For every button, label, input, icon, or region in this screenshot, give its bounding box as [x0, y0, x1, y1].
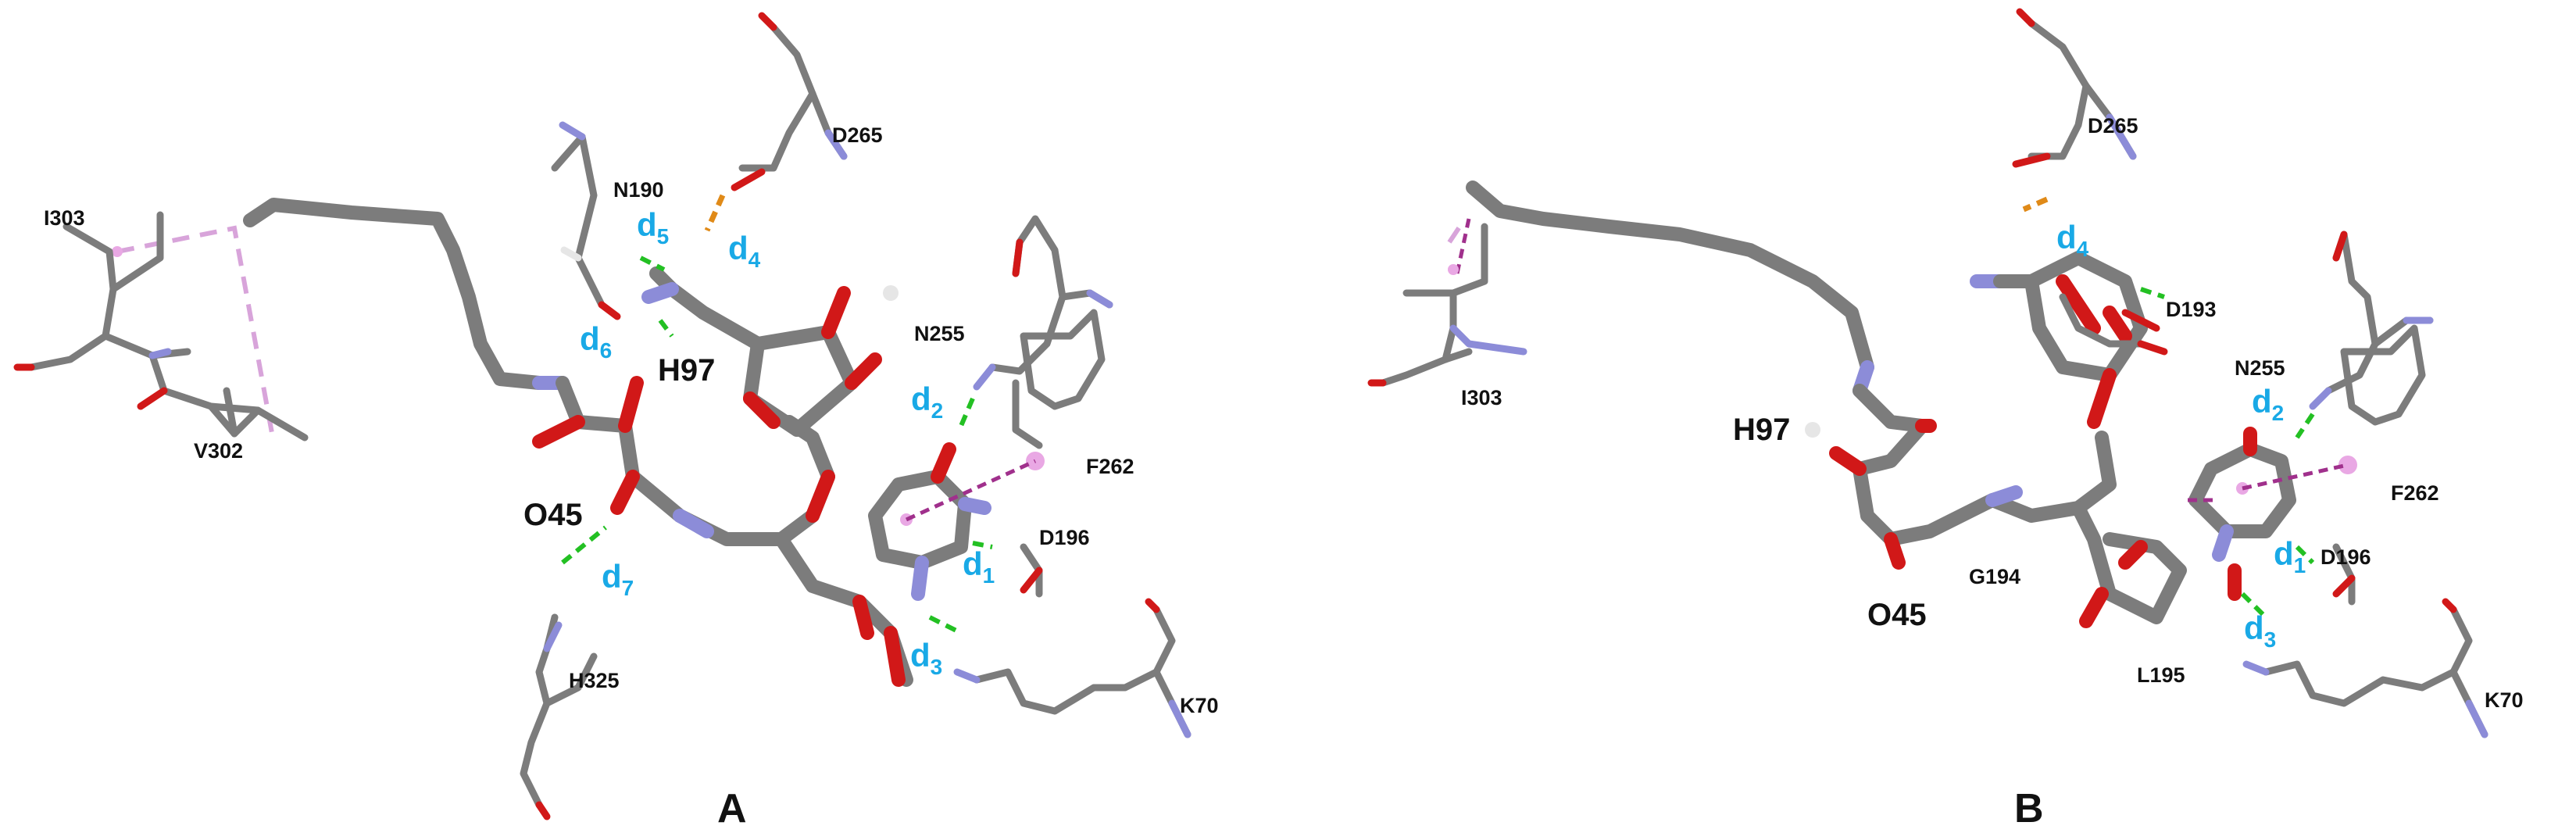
- distance-label-d4-b: d4: [2056, 219, 2089, 261]
- residue-label: F262: [2391, 481, 2439, 505]
- distance-label-d7: d7: [602, 558, 634, 600]
- residue-label: D265: [2088, 114, 2138, 138]
- ligand-atom-label: H97: [1733, 413, 1790, 447]
- residue-label: L195: [2137, 663, 2185, 687]
- residue-k70: [953, 598, 1192, 738]
- residue-d265: [731, 12, 848, 191]
- distance-label-d2: d2: [911, 381, 943, 423]
- distance-label-d4: d4: [728, 230, 761, 272]
- residue-i303-b: [1367, 217, 1527, 387]
- residue-label: D193: [2166, 298, 2217, 321]
- residue-label: D196: [2321, 545, 2371, 569]
- residue-label: V302: [194, 439, 243, 463]
- residue-d193: [2059, 293, 2168, 356]
- h-bond-d7: [561, 525, 607, 565]
- distance-label-d3-b: d3: [2244, 609, 2276, 652]
- h-bond-d5: [639, 256, 666, 272]
- residue-label: D196: [1039, 526, 1090, 549]
- ligand-aliphatic-chain: [243, 198, 546, 390]
- residue-n255-f262-b: [2309, 231, 2434, 606]
- distance-label-d6: d6: [580, 320, 612, 363]
- residue-label: D265: [832, 123, 883, 147]
- distance-label-d1-b: d1: [2274, 535, 2306, 577]
- pi-cation-d4-b: [2022, 196, 2049, 213]
- residue-label: I303: [44, 206, 85, 230]
- ligand-core-b: [1805, 251, 2187, 628]
- h-bond-d193: [2140, 287, 2165, 299]
- distance-label-d1: d1: [963, 545, 995, 588]
- distance-label-d5: d5: [637, 206, 669, 248]
- residue-i303-v302: [13, 211, 309, 441]
- distance-label-d2-b: d2: [2252, 383, 2284, 425]
- alkyl-interaction-i303: [116, 225, 276, 442]
- panel-a-molecular-structure: I303 V302 N190 D265 N255 F262 D196 K70 H…: [13, 12, 1219, 831]
- residue-label: H325: [569, 669, 620, 692]
- panel-label-a: A: [717, 786, 747, 831]
- residue-d265-b: [2012, 8, 2137, 168]
- residue-label: N190: [613, 178, 664, 202]
- residue-label: F262: [1086, 455, 1134, 478]
- h-bond-d1-b: [2295, 545, 2315, 565]
- ligand-atom-label: O45: [523, 498, 583, 532]
- residue-label: K70: [1180, 694, 1219, 717]
- residue-n190: [551, 121, 621, 320]
- h-bond-d2-b: [2295, 413, 2315, 439]
- ligand-atom-label: O45: [1867, 598, 1927, 632]
- residue-label: K70: [2485, 688, 2524, 712]
- distance-label-d3: d3: [910, 637, 942, 679]
- residue-label: N255: [2235, 356, 2285, 380]
- residue-n255-f262: [973, 215, 1113, 598]
- residue-label: I303: [1461, 386, 1502, 409]
- pi-pi-interaction-f262-b: [2242, 463, 2349, 491]
- h-bond-d3-b: [2240, 592, 2268, 620]
- pi-pi-interaction-f262: [905, 459, 1037, 522]
- residue-k70-b: [2242, 598, 2488, 738]
- h-bond-d1: [972, 541, 993, 549]
- panel-b-molecular-structure: D265 D193 N255 F262 D196 K70 G194 L195 I…: [1367, 8, 2524, 831]
- alkyl-interaction-b: [1455, 218, 1471, 274]
- h-bond-d2: [959, 397, 975, 427]
- residue-h325: [520, 613, 598, 820]
- alkyl-center: [112, 246, 123, 257]
- h-bond-d6: [658, 319, 674, 338]
- ligand-aliphatic-chain-b: [1466, 181, 1874, 374]
- h-bond-d3: [928, 615, 963, 635]
- panel-label-b: B: [2014, 786, 2044, 831]
- ligand-pyrimidine-b: [2188, 427, 2296, 601]
- ligand-atom-label: H97: [658, 353, 715, 388]
- pi-cation-d4: [704, 194, 726, 232]
- residue-label: G194: [1969, 565, 2020, 588]
- ligand-core-a: [532, 266, 913, 687]
- residue-label: N255: [914, 322, 965, 345]
